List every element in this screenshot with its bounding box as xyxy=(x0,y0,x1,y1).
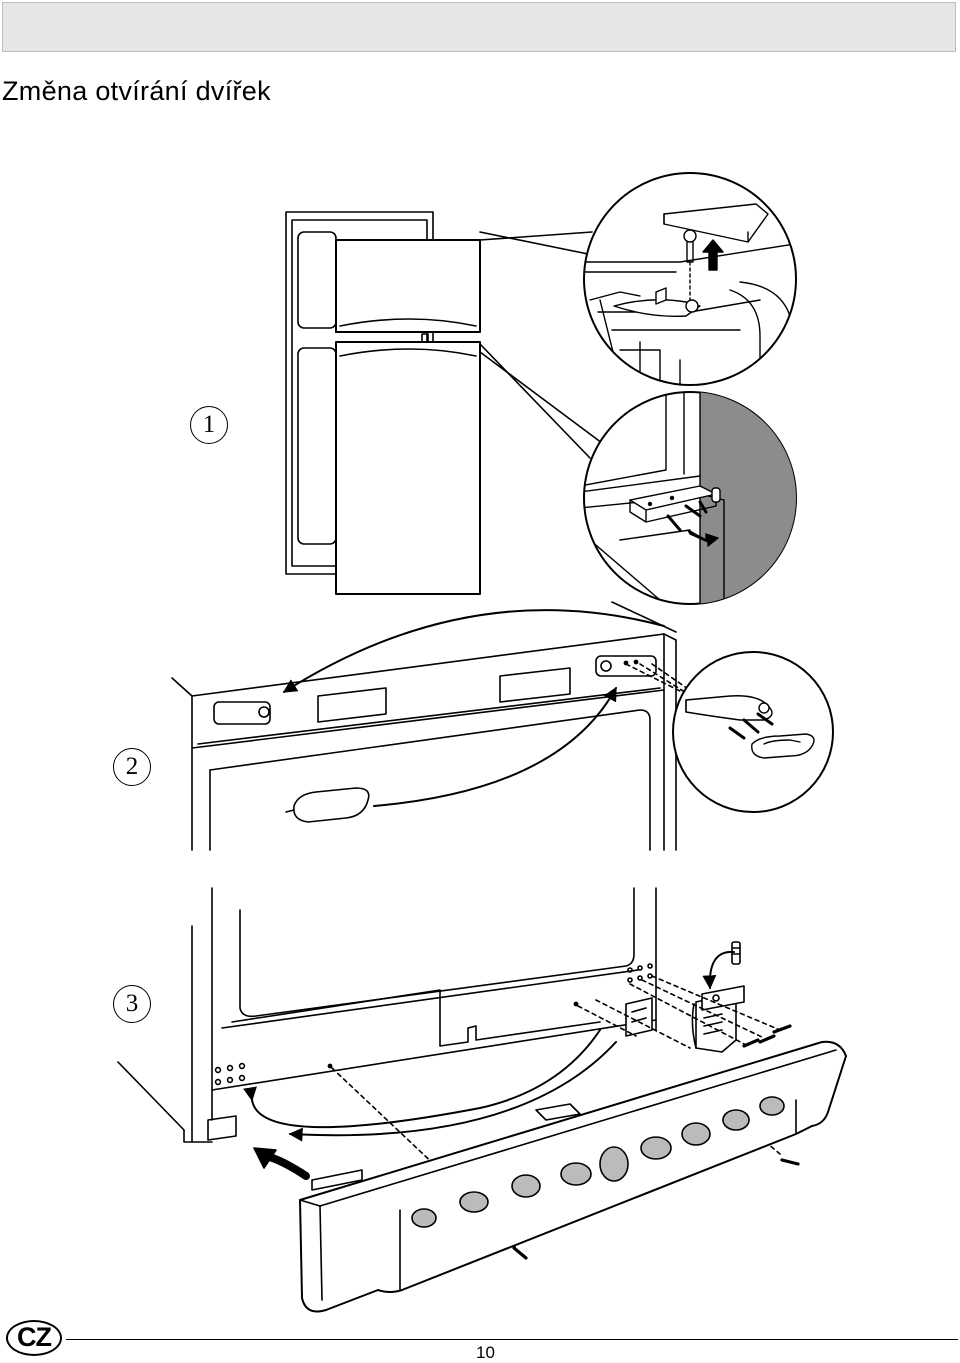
step-1-badge: 1 xyxy=(190,406,228,444)
footer-rule xyxy=(66,1339,958,1341)
removed-hinge-detail xyxy=(672,651,834,813)
header-bar xyxy=(2,2,956,52)
page-number: 10 xyxy=(476,1343,495,1362)
step-3-badge: 3 xyxy=(113,985,151,1023)
page-title: Změna otvírání dvířek xyxy=(2,76,271,106)
door-reversal-illustration xyxy=(117,172,847,1313)
fridge-top-step2 xyxy=(171,601,731,851)
middle-hinge-detail xyxy=(583,391,797,605)
top-hinge-detail xyxy=(583,172,797,386)
kick-plate xyxy=(299,1040,847,1313)
step-2-badge: 2 xyxy=(113,748,151,786)
fridge-front-view xyxy=(285,211,607,595)
language-badge: CZ xyxy=(6,1320,62,1356)
